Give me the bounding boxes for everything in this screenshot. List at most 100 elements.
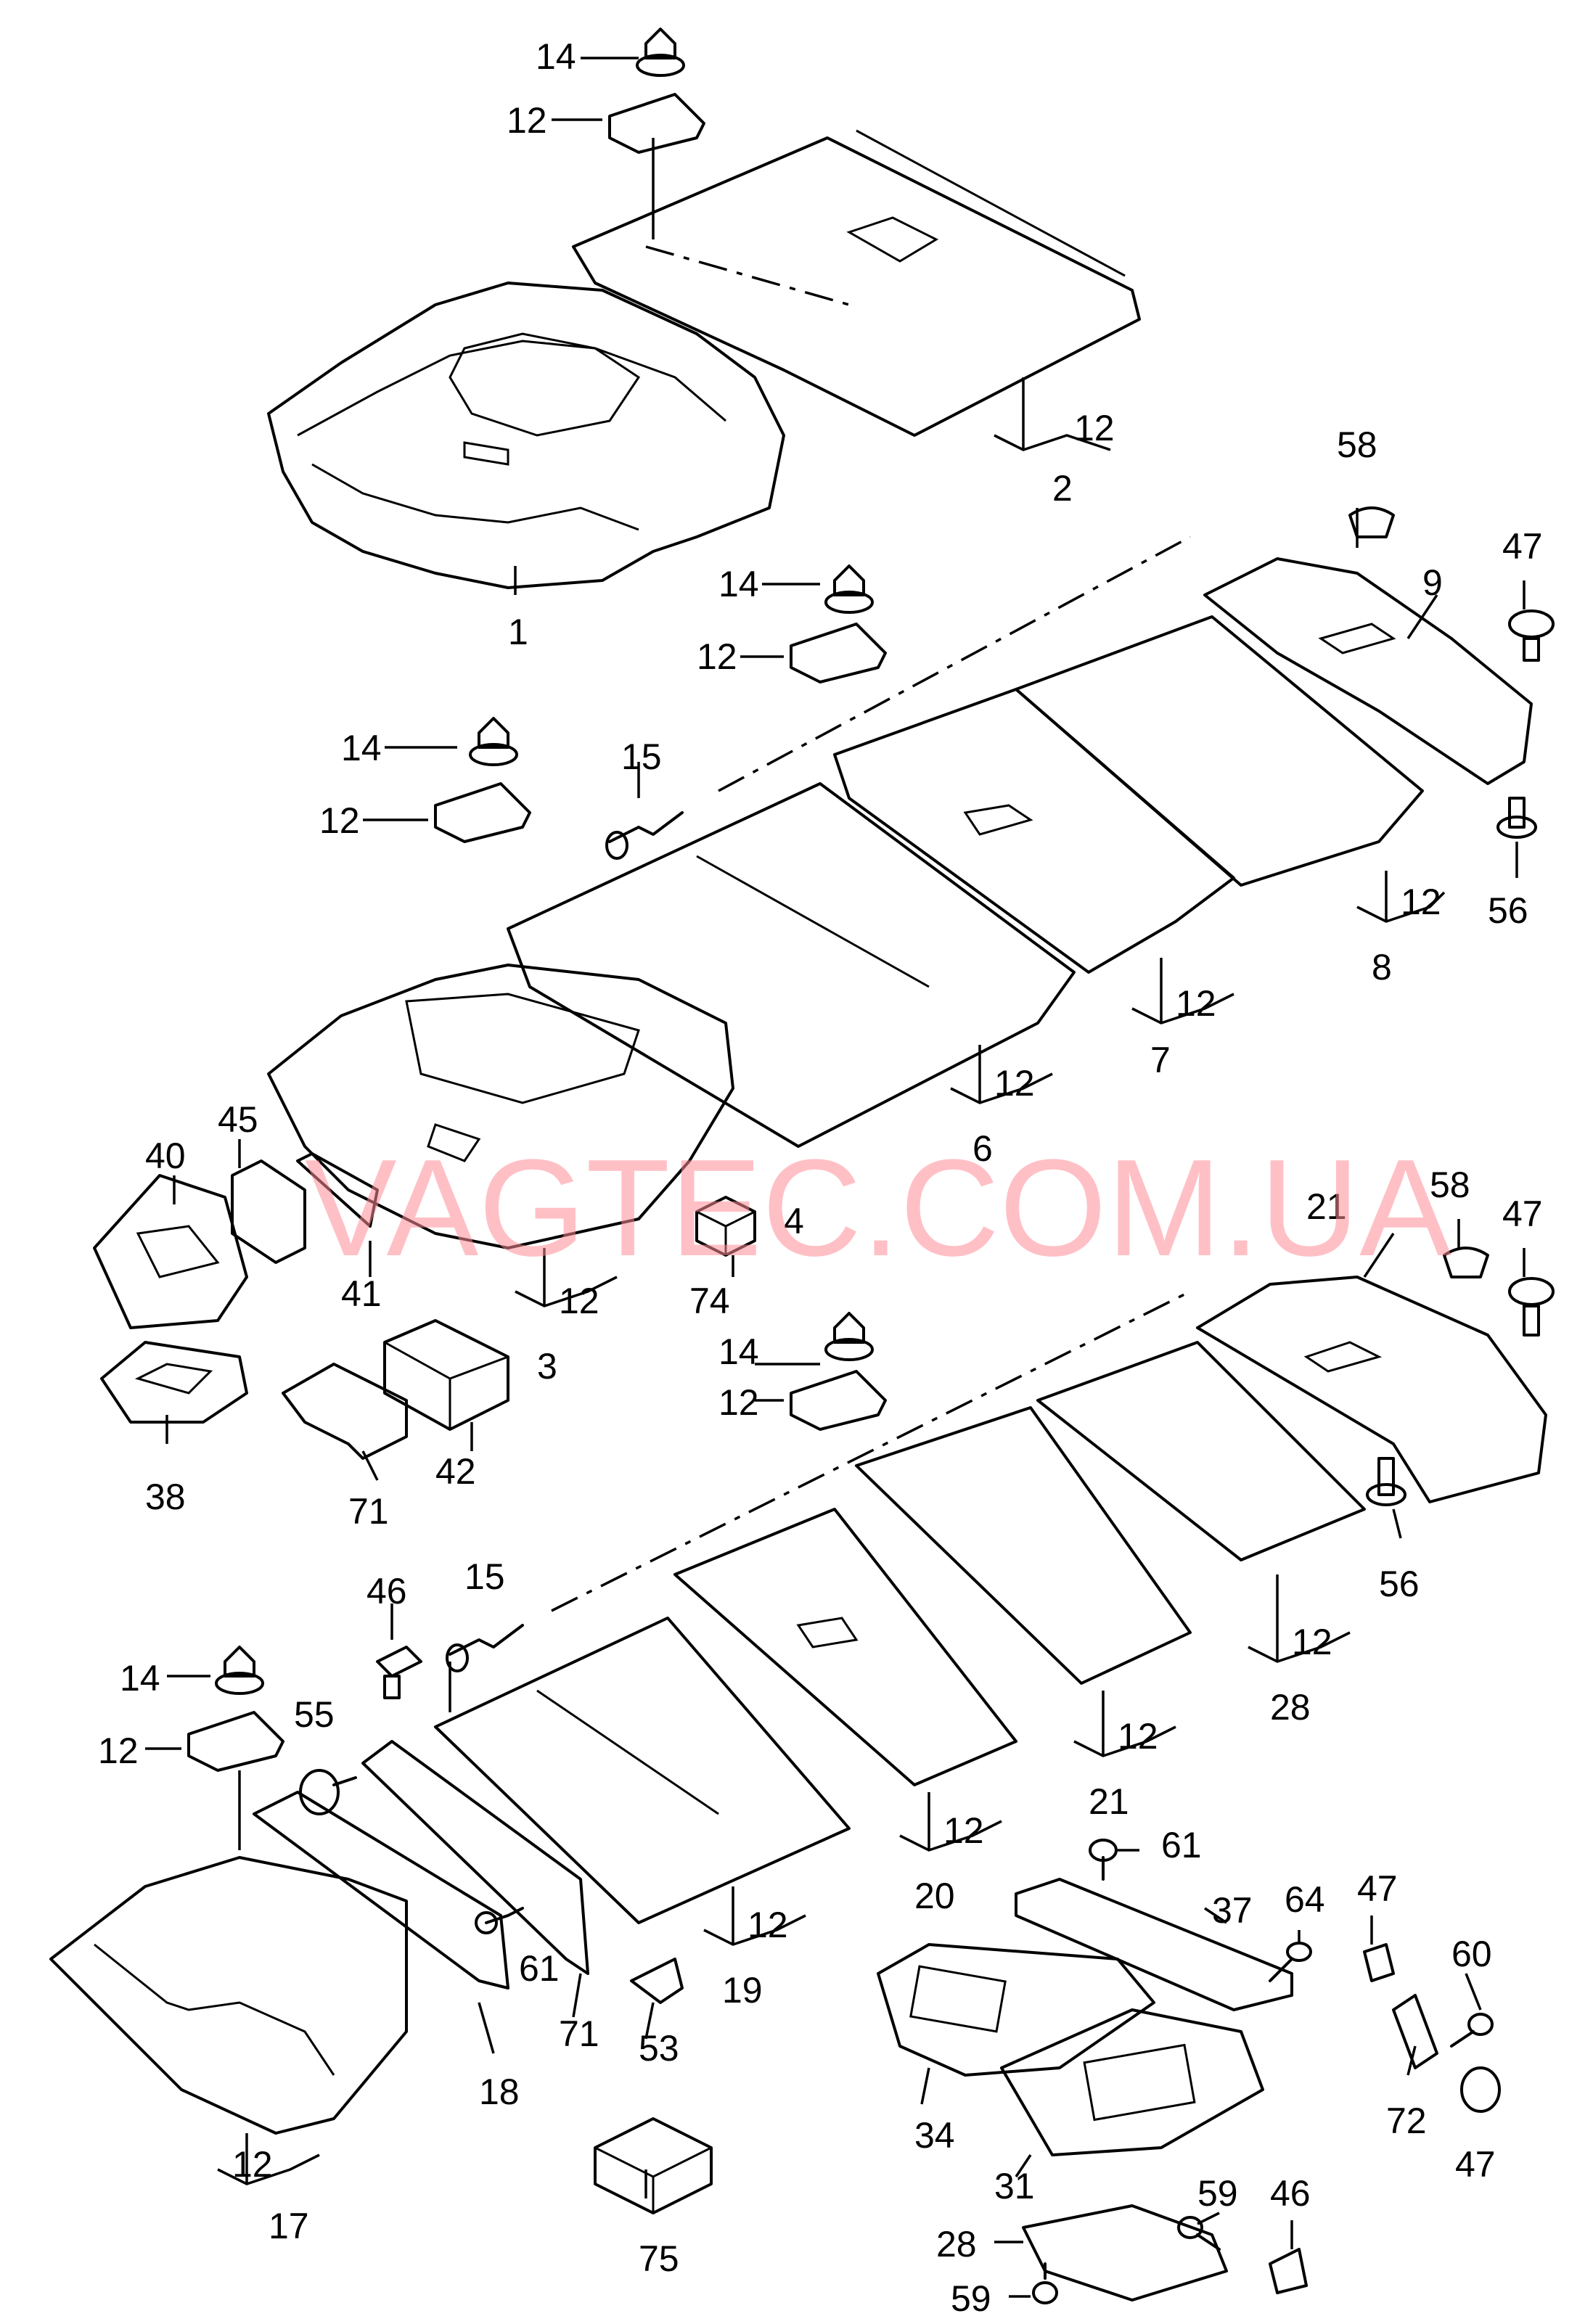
watermark: VAGTEC.COM.UA	[305, 1131, 1451, 1285]
callout-42: 45	[218, 1099, 258, 1140]
callout-12: 12	[943, 1810, 984, 1851]
callout-12: 12	[1292, 1622, 1332, 1662]
cap-44	[376, 1646, 422, 1699]
callout-13: 14	[718, 564, 759, 604]
callout-4: 4	[784, 1201, 804, 1241]
clip-13-mid-a	[824, 564, 874, 614]
mid-dash-line	[718, 535, 1191, 792]
callout-12: 12	[1401, 882, 1441, 922]
part-20-headliner-panel	[1036, 1341, 1366, 1561]
callout-75: 75	[639, 2238, 679, 2279]
part-30-console-frame	[1000, 2008, 1264, 2156]
callout-28: 28	[936, 2224, 977, 2265]
part-6-headliner-panel	[507, 782, 1076, 1148]
part-74-clip	[695, 1196, 756, 1257]
callout-61: 61	[1161, 1825, 1202, 1865]
callout-31: 34	[914, 2115, 955, 2156]
screw-59-bottom	[1032, 2262, 1058, 2304]
part-9-headliner-rear	[1203, 557, 1533, 785]
part-16-trim-strip	[253, 1791, 509, 1990]
part-53-clip	[630, 1958, 684, 2004]
callout-12: 12	[507, 100, 547, 141]
cap-58-low	[1443, 1247, 1489, 1278]
bracket-12-mid-a	[790, 623, 887, 683]
callout-13: 14	[718, 1331, 759, 1372]
callout-37: 38	[145, 1477, 186, 1517]
callout-12: 12	[559, 1281, 599, 1321]
callout-12: 12	[98, 1730, 139, 1771]
callout-74: 74	[689, 1281, 730, 1321]
callout-14: 15	[621, 736, 662, 777]
part-34-console-trim	[1015, 1878, 1293, 2011]
callout-45: 47	[1455, 2144, 1496, 2185]
cap-56	[299, 1769, 357, 1815]
callout-59: 59	[951, 2278, 991, 2319]
screw-60	[1450, 2013, 1494, 2048]
callout-72: 72	[1386, 2101, 1427, 2141]
part-21-headliner-rear	[1196, 1276, 1547, 1503]
callout-12: 12	[718, 1382, 759, 1423]
part-70-mounting-bracket	[282, 1363, 408, 1460]
callout-13: 14	[536, 36, 576, 77]
part-75-foam-pad	[594, 2117, 713, 2214]
clip-13-mid-b	[469, 717, 518, 766]
callout-12: 12	[319, 800, 360, 841]
callout-61: 61	[519, 1948, 560, 1989]
screw-61-right	[1089, 1839, 1118, 1881]
callout-15: 17	[269, 2206, 309, 2246]
cap-45-low	[1508, 1277, 1555, 1336]
callout-3: 3	[537, 1346, 557, 1387]
callout-18: 20	[914, 1876, 955, 1916]
part-15-headliner-front-low	[49, 1856, 408, 2135]
callout-13: 14	[120, 1658, 160, 1699]
callout-20: 28	[1270, 1687, 1311, 1728]
callout-55: 56	[1488, 890, 1528, 931]
bracket-46	[1269, 2248, 1308, 2294]
part-31-console-frame	[877, 1943, 1155, 2077]
callout-12: 12	[748, 1905, 788, 1945]
callout-47: 47	[1357, 1868, 1398, 1909]
rivet-14-low	[446, 1624, 524, 1672]
callout-40: 41	[341, 1273, 382, 1314]
callout-56: 55	[294, 1694, 335, 1735]
callout-55: 56	[1379, 1564, 1420, 1604]
clip-13-low-a	[824, 1312, 874, 1361]
leader-lines	[145, 57, 1526, 2298]
callout-58: 58	[1430, 1165, 1470, 1205]
callout-8: 8	[1372, 947, 1392, 988]
bracket-72	[1392, 1994, 1438, 2069]
callout-58: 58	[1337, 424, 1377, 465]
part-19-headliner-panel	[855, 1406, 1192, 1685]
callout-64: 64	[1285, 1879, 1325, 1920]
callout-45: 47	[1502, 1194, 1543, 1234]
callout-70: 71	[348, 1491, 389, 1532]
bracket-12-mid-b	[434, 782, 531, 843]
part-2-headliner-rear	[572, 129, 1141, 437]
part-7-headliner-panel	[833, 688, 1235, 974]
part-8-headliner-panel	[1015, 615, 1424, 887]
callout-21: 21	[1306, 1186, 1347, 1227]
callout-16: 18	[479, 2072, 520, 2112]
bracket-12-top	[608, 93, 705, 154]
cap-45-bottom	[1460, 2066, 1501, 2113]
callout-12: 12	[1118, 1716, 1158, 1757]
callout-6: 6	[972, 1128, 993, 1169]
screw-59-top	[1177, 2216, 1221, 2251]
callout-38: 40	[145, 1136, 186, 1176]
callout-7: 7	[1150, 1040, 1171, 1080]
callout-1: 1	[508, 612, 528, 652]
callout-14: 15	[464, 1556, 505, 1597]
bracket-12-low-b	[187, 1711, 284, 1772]
callout-2: 2	[1052, 468, 1073, 509]
callout-17: 19	[722, 1970, 763, 2011]
callout-53: 53	[639, 2028, 679, 2069]
stud-55-low	[1366, 1457, 1406, 1506]
part-18-headliner-panel	[673, 1508, 1017, 1786]
part-38-roof-console	[93, 1174, 248, 1329]
stud-55-mid	[1496, 797, 1537, 839]
lower-dash-line	[551, 1290, 1191, 1612]
callout-13: 14	[341, 728, 382, 768]
callout-12: 12	[1074, 408, 1115, 448]
clip-13-top	[636, 28, 685, 77]
